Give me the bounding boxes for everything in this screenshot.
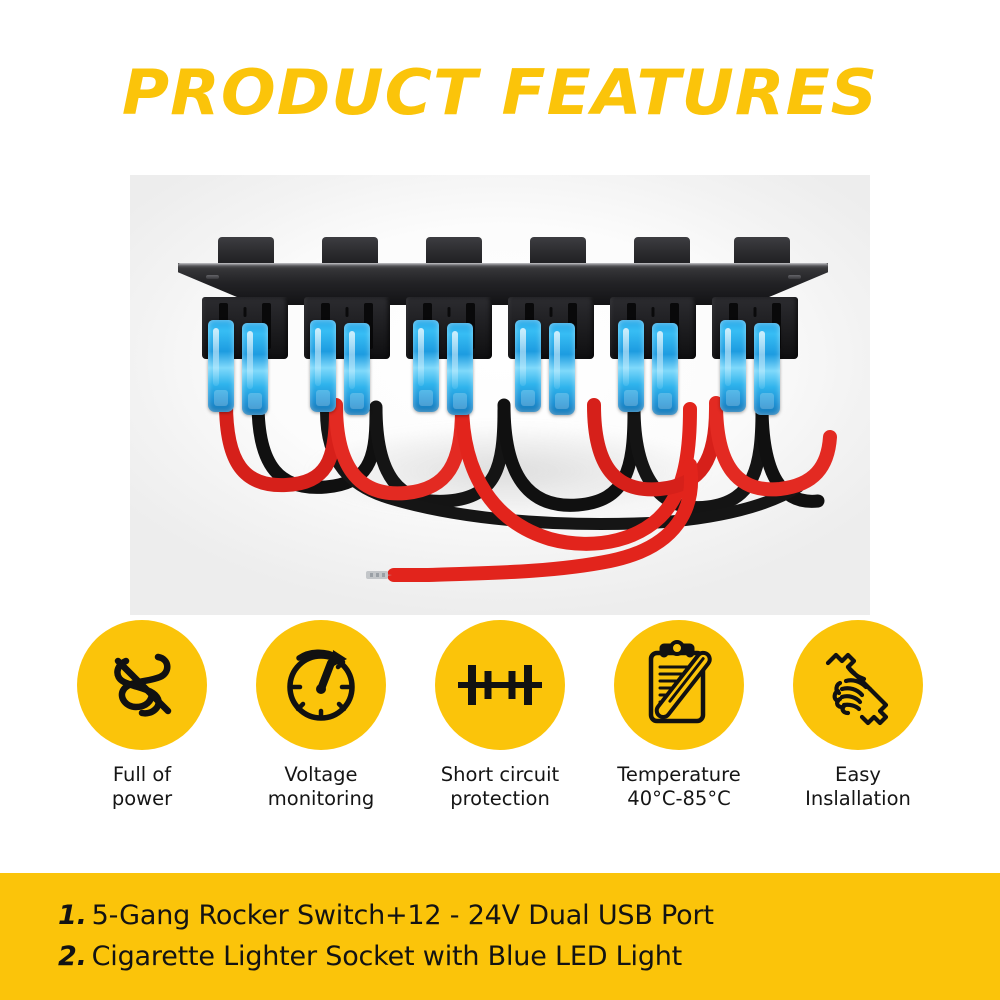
spade-connector <box>242 323 268 415</box>
panel-screw <box>206 275 219 279</box>
feature-badge <box>614 620 744 750</box>
spade-connector <box>652 323 678 415</box>
panel-mount-tab <box>530 237 586 267</box>
banner-item-text: Cigarette Lighter Socket with Blue LED L… <box>91 941 683 973</box>
wire-harness <box>219 396 837 582</box>
tangle-free-wire-icon <box>114 653 172 717</box>
feature-badge <box>256 620 386 750</box>
housing-notch <box>753 307 757 317</box>
hand-wrench-icon <box>825 652 889 726</box>
gauge-meter-icon <box>287 649 355 721</box>
battery-circuit-icon <box>458 665 542 705</box>
feature-label: Easy Inslallation <box>805 763 911 810</box>
feature-label: Short circuit protection <box>440 763 560 810</box>
spade-connector <box>447 323 473 415</box>
tinned-wire-end <box>366 571 392 579</box>
banner-item-text: 5-Gang Rocker Switch+12 - 24V Dual USB P… <box>91 900 714 931</box>
feature-badge <box>77 620 207 750</box>
feature-label: Temperature 40°C-85°C <box>617 763 741 810</box>
feature-list: Full of power <box>0 620 1000 835</box>
product-image <box>130 175 870 615</box>
housing-notch <box>447 307 451 317</box>
housing-notch <box>345 307 349 317</box>
panel-mount-tab <box>426 237 482 267</box>
panel-mount-tab <box>734 237 790 267</box>
banner-item-number: 2. <box>58 941 87 973</box>
spade-connector <box>515 320 541 412</box>
spade-connector <box>754 323 780 415</box>
banner-item: 2.Cigarette Lighter Socket with Blue LED… <box>58 936 1000 977</box>
panel-mount-tab <box>218 237 274 267</box>
feature-badge <box>793 620 923 750</box>
housing-notch <box>651 307 655 317</box>
feature-item-temperature[interactable]: Temperature 40°C-85°C <box>599 620 759 835</box>
housing-notch <box>549 307 553 317</box>
spade-connector <box>344 323 370 415</box>
spade-connector <box>310 320 336 412</box>
panel-mount-tab <box>634 237 690 267</box>
spade-connector <box>549 323 575 415</box>
spade-connector <box>618 320 644 412</box>
feature-badge <box>435 620 565 750</box>
spade-connector <box>208 320 234 412</box>
banner-item: 1.5-Gang Rocker Switch+12 - 24V Dual USB… <box>58 895 1000 936</box>
housing-notch <box>243 307 247 317</box>
feature-label: Full of power <box>111 763 173 810</box>
feature-item-voltage-monitoring[interactable]: Voltage monitoring <box>241 620 401 835</box>
panel-mount-tab <box>322 237 378 267</box>
feature-item-easy-installation[interactable]: Easy Inslallation <box>778 620 938 835</box>
banner-item-number: 1. <box>58 900 87 931</box>
panel-faceplate-highlight <box>178 263 828 268</box>
feature-item-short-circuit-protection[interactable]: Short circuit protection <box>420 620 580 835</box>
panel-screw <box>788 275 801 279</box>
clipboard-thermometer-icon <box>648 640 712 724</box>
feature-item-full-of-power[interactable]: Full of power <box>62 620 222 835</box>
bottom-banner: 1.5-Gang Rocker Switch+12 - 24V Dual USB… <box>0 873 1000 1000</box>
spade-connector <box>413 320 439 412</box>
feature-label: Voltage monitoring <box>267 763 375 810</box>
spade-connector <box>720 320 746 412</box>
page-title: PRODUCT FEATURES <box>121 56 879 129</box>
